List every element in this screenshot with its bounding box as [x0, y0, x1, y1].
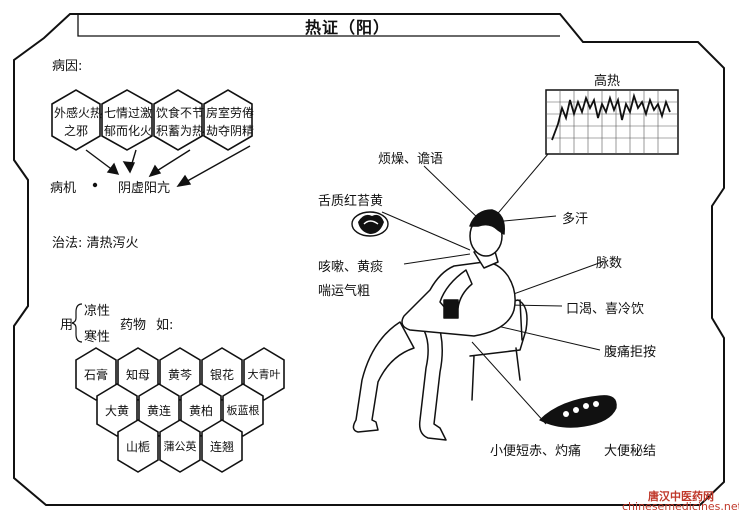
symptom-high-fever: 高热: [594, 74, 621, 89]
pathogenesis-value: 阴虚阳亢: [118, 181, 171, 196]
chair: [465, 299, 528, 401]
symptom-pant: 喘运气粗: [318, 284, 371, 299]
shoe-icon: [538, 395, 617, 428]
cause-hex-1: [51, 89, 101, 151]
symptom-irritable: 烦燥、谵语: [378, 152, 444, 167]
cause-3-line2: 积蓄为热: [156, 124, 205, 138]
herb-name: 大青叶: [247, 368, 281, 381]
cause-2-line1: 七情过激: [104, 106, 153, 120]
herb-name: 知母: [125, 368, 150, 382]
cause-1-line2: 之邪: [63, 124, 88, 138]
cause-4-line2: 劫夺阴精: [206, 124, 255, 138]
treatment-text: 治法: 清热泻火: [52, 236, 139, 251]
pathogenesis-label: 病机: [50, 181, 77, 196]
watermark-url: chinesemedicines.net: [622, 500, 739, 513]
symptom-sweat: 多汗: [562, 212, 589, 227]
symptom-tongue: 舌质红苔黄: [318, 194, 384, 209]
herb-intro-ru: 如:: [156, 318, 174, 333]
cause-hex-4: [203, 89, 253, 151]
herb-intro-liangxing: 凉性: [84, 304, 111, 319]
herb-name: 大黄: [104, 404, 129, 418]
cause-4-line1: 房室劳倦: [206, 106, 255, 120]
herb-name: 黄芩: [167, 368, 192, 382]
cause-hexagons: [51, 89, 253, 151]
symptom-urine: 小便短赤、灼痛: [490, 444, 582, 459]
herb-name: 黄连: [146, 404, 171, 418]
herb-name: 黄柏: [188, 404, 213, 418]
outer-frame: [13, 13, 725, 506]
herb-honeycomb: [75, 347, 285, 473]
tongue-icon: [351, 211, 389, 237]
cause-label: 病因:: [52, 59, 83, 74]
herb-name: 银花: [209, 368, 234, 382]
herb-brace: [71, 303, 83, 343]
herb-intro-yaowu: 药物: [120, 318, 147, 333]
herb-intro-hanxing: 寒性: [84, 330, 111, 345]
patient-figure: [352, 209, 528, 441]
cause-hex-3: [153, 89, 203, 151]
symptom-abdomen: 腹痛拒按: [604, 345, 657, 360]
herb-name: 板蓝根: [226, 404, 260, 417]
watermark-title: 唐汉中医药网: [648, 490, 714, 503]
cause-3-line1: 饮食不节: [156, 106, 205, 120]
symptom-cough: 咳嗽、黄痰: [318, 260, 384, 275]
cause-hex-2: [101, 89, 153, 151]
cause-1-line1: 外感火热: [54, 106, 103, 120]
herb-name: 连翘: [209, 440, 234, 454]
symptom-pulse: 脉数: [596, 256, 623, 271]
cause-arrows: [85, 145, 251, 187]
herb-name: 石膏: [83, 368, 108, 382]
herb-name: 蒲公英: [163, 440, 197, 453]
herb-name: 山栀: [125, 440, 150, 454]
title-bracket: [77, 14, 560, 37]
pathogenesis-bullet: [92, 182, 98, 188]
cup: [443, 299, 459, 319]
cause-2-line2: 郁而化火: [104, 124, 153, 138]
fever-chart: [545, 89, 679, 155]
page-title: 热证（阳）: [305, 18, 391, 37]
symptom-stool: 大便秘结: [604, 444, 657, 459]
symptom-thirst: 口渴、喜冷饮: [566, 302, 645, 317]
herb-intro-yong: 用: [60, 318, 74, 333]
